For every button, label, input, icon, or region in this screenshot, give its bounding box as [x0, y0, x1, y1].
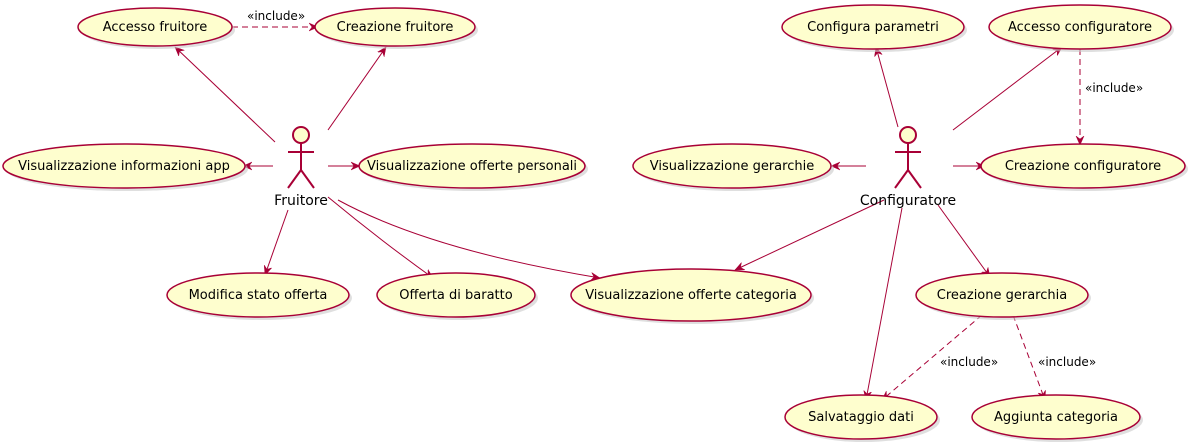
- edge-fruitore-accesso: [175, 47, 276, 143]
- include-gerarchia-aggiunta: [1012, 314, 1045, 400]
- include-label-1: «include»: [247, 9, 305, 23]
- edge-fruitore-baratto: [327, 196, 433, 279]
- edge-configuratore-offerte-categoria: [735, 199, 885, 271]
- edge-fruitore-creazione: [327, 47, 387, 131]
- usecase-accesso-configuratore: Accesso configuratore: [988, 4, 1174, 52]
- usecase-offerta-di-baratto: Offerta di baratto: [376, 272, 538, 320]
- svg-text:Creazione fruitore: Creazione fruitore: [337, 20, 454, 35]
- usecase-accesso-fruitore: Accesso fruitore: [77, 7, 235, 49]
- svg-text:Modifica stato offerta: Modifica stato offerta: [189, 288, 328, 303]
- svg-text:Creazione configuratore: Creazione configuratore: [1005, 159, 1161, 174]
- edge-fruitore-offerte-categoria: [337, 199, 600, 278]
- edge-configuratore-accesso: [952, 46, 1062, 131]
- actor-fruitore: Fruitore: [274, 126, 328, 209]
- include-label-2: «include»: [1085, 81, 1143, 95]
- svg-text:Salvataggio dati: Salvataggio dati: [808, 410, 914, 425]
- edge-configuratore-salvataggio: [866, 207, 903, 400]
- usecase-configura-parametri: Configura parametri: [781, 4, 967, 52]
- actor-configuratore-figure: [894, 126, 922, 189]
- usecase-salvataggio-dati: Salvataggio dati: [784, 394, 940, 442]
- usecase-visualizzazione-offerte-categoria: Visualizzazione offerte categoria: [570, 268, 814, 324]
- svg-text:Aggiunta categoria: Aggiunta categoria: [994, 410, 1118, 425]
- actor-configuratore: Configuratore: [860, 126, 956, 209]
- actor-fruitore-figure: [287, 126, 315, 189]
- usecase-creazione-configuratore: Creazione configuratore: [980, 143, 1188, 191]
- edge-configuratore-gerarchia: [937, 204, 991, 277]
- svg-text:Visualizzazione gerarchie: Visualizzazione gerarchie: [650, 159, 814, 174]
- include-gerarchia-salvataggio: [882, 314, 983, 400]
- edge-fruitore-modifica: [265, 209, 289, 275]
- include-label-3: «include»: [940, 355, 998, 369]
- include-label-4: «include»: [1038, 355, 1096, 369]
- usecase-visualizzazione-informazioni-app: Visualizzazione informazioni app: [2, 143, 248, 191]
- usecase-creazione-gerarchia: Creazione gerarchia: [915, 272, 1091, 320]
- usecase-visualizzazione-offerte-personali: Visualizzazione offerte personali: [358, 143, 588, 191]
- svg-text:Visualizzazione informazioni a: Visualizzazione informazioni app: [18, 159, 230, 174]
- svg-text:Accesso configuratore: Accesso configuratore: [1008, 20, 1152, 35]
- edge-configuratore-parametri: [876, 47, 899, 128]
- usecase-visualizzazione-gerarchie: Visualizzazione gerarchie: [632, 143, 834, 191]
- usecase-creazione-fruitore: Creazione fruitore: [314, 7, 478, 49]
- svg-text:Configura parametri: Configura parametri: [807, 20, 939, 35]
- svg-text:Accesso fruitore: Accesso fruitore: [103, 20, 207, 35]
- svg-text:Creazione gerarchia: Creazione gerarchia: [937, 288, 1067, 303]
- usecase-aggiunta-categoria: Aggiunta categoria: [971, 394, 1143, 442]
- svg-text:Visualizzazione offerte catego: Visualizzazione offerte categoria: [585, 288, 797, 303]
- actor-fruitore-label: Fruitore: [274, 193, 328, 209]
- usecase-modifica-stato-offerta: Modifica stato offerta: [166, 272, 352, 320]
- actor-configuratore-label: Configuratore: [860, 193, 956, 209]
- svg-text:Offerta di baratto: Offerta di baratto: [399, 288, 512, 303]
- svg-text:Visualizzazione offerte person: Visualizzazione offerte personali: [367, 159, 577, 174]
